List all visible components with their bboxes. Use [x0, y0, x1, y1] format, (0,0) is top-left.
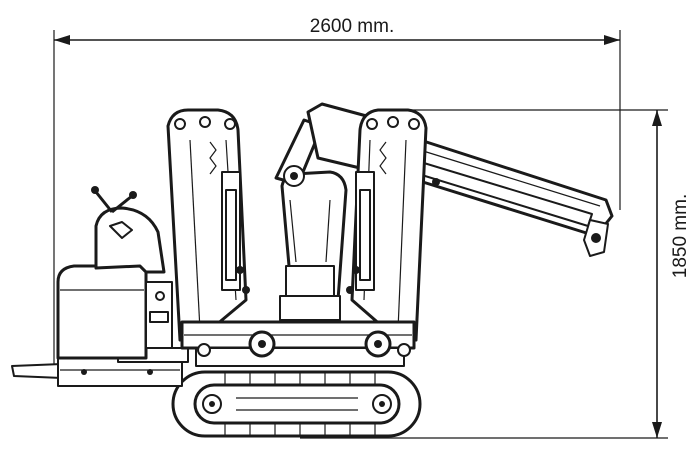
chassis-bolt	[81, 369, 87, 375]
left-outrigger-bolt	[242, 286, 250, 294]
boom-tip-pin	[591, 233, 601, 243]
left-outrigger-edge	[189, 139, 201, 331]
panel-knob	[155, 291, 165, 301]
crawler-track	[171, 370, 422, 438]
width-label-bg	[285, 14, 421, 38]
right-outrigger-pin	[408, 118, 420, 130]
control-lever	[111, 194, 133, 214]
swivel-joint-hub	[374, 340, 382, 348]
column-edge	[325, 199, 331, 263]
leg-foot-pin	[197, 343, 211, 357]
left-cylinder-rod	[225, 189, 237, 281]
width-dimension: 2600 mm.	[53, 14, 621, 372]
right-outrigger-edge	[397, 139, 407, 331]
right-outrigger-bolt	[352, 266, 360, 274]
height-arrow-bottom	[652, 422, 662, 438]
width-arrow-left	[54, 35, 70, 45]
left-outrigger-pin	[174, 118, 186, 130]
leg-foot-pin	[397, 343, 411, 357]
left-outrigger-pin	[199, 116, 211, 128]
track-inner	[193, 383, 401, 425]
panel-vent	[149, 311, 169, 323]
idler-hub	[209, 401, 215, 407]
lever-knob	[91, 186, 99, 194]
boom-edge	[419, 149, 601, 207]
column-pivot-hub	[290, 172, 298, 180]
right-outrigger-pin	[387, 116, 399, 128]
right-hydraulic-hose	[379, 141, 387, 175]
engine-cover	[56, 264, 148, 360]
height-label-bg	[664, 170, 692, 300]
right-outrigger	[346, 108, 428, 342]
width-label: 2600 mm.	[310, 16, 394, 37]
height-dimension: 1850 mm.	[300, 109, 692, 439]
control-console	[91, 186, 166, 274]
left-outrigger-pin	[224, 118, 236, 130]
boom	[306, 102, 614, 257]
boom-pin	[432, 178, 440, 186]
center-column	[274, 118, 348, 321]
right-cylinder-rod	[359, 189, 371, 281]
console-body	[94, 206, 166, 274]
control-lever	[94, 191, 114, 213]
undercarriage	[180, 320, 416, 367]
column-base-block	[285, 265, 335, 297]
column-edge	[289, 199, 297, 263]
right-outrigger-bolt	[346, 286, 354, 294]
lever-knob	[129, 191, 137, 199]
sprocket-hub	[379, 401, 385, 407]
footplate	[11, 363, 63, 379]
swivel-joint-hub	[258, 340, 266, 348]
height-label: 1850 mm.	[670, 194, 691, 278]
engine-housing	[56, 264, 173, 360]
width-arrow-right	[604, 35, 620, 45]
track-cleats	[224, 372, 376, 436]
chassis-bolt	[147, 369, 153, 375]
left-outrigger	[166, 108, 250, 342]
left-hydraulic-hose	[209, 141, 217, 175]
right-outrigger-pin	[366, 118, 378, 130]
console-badge	[109, 221, 133, 239]
height-arrow-top	[652, 110, 662, 126]
left-outrigger-bolt	[236, 266, 244, 274]
column-base	[279, 295, 341, 321]
